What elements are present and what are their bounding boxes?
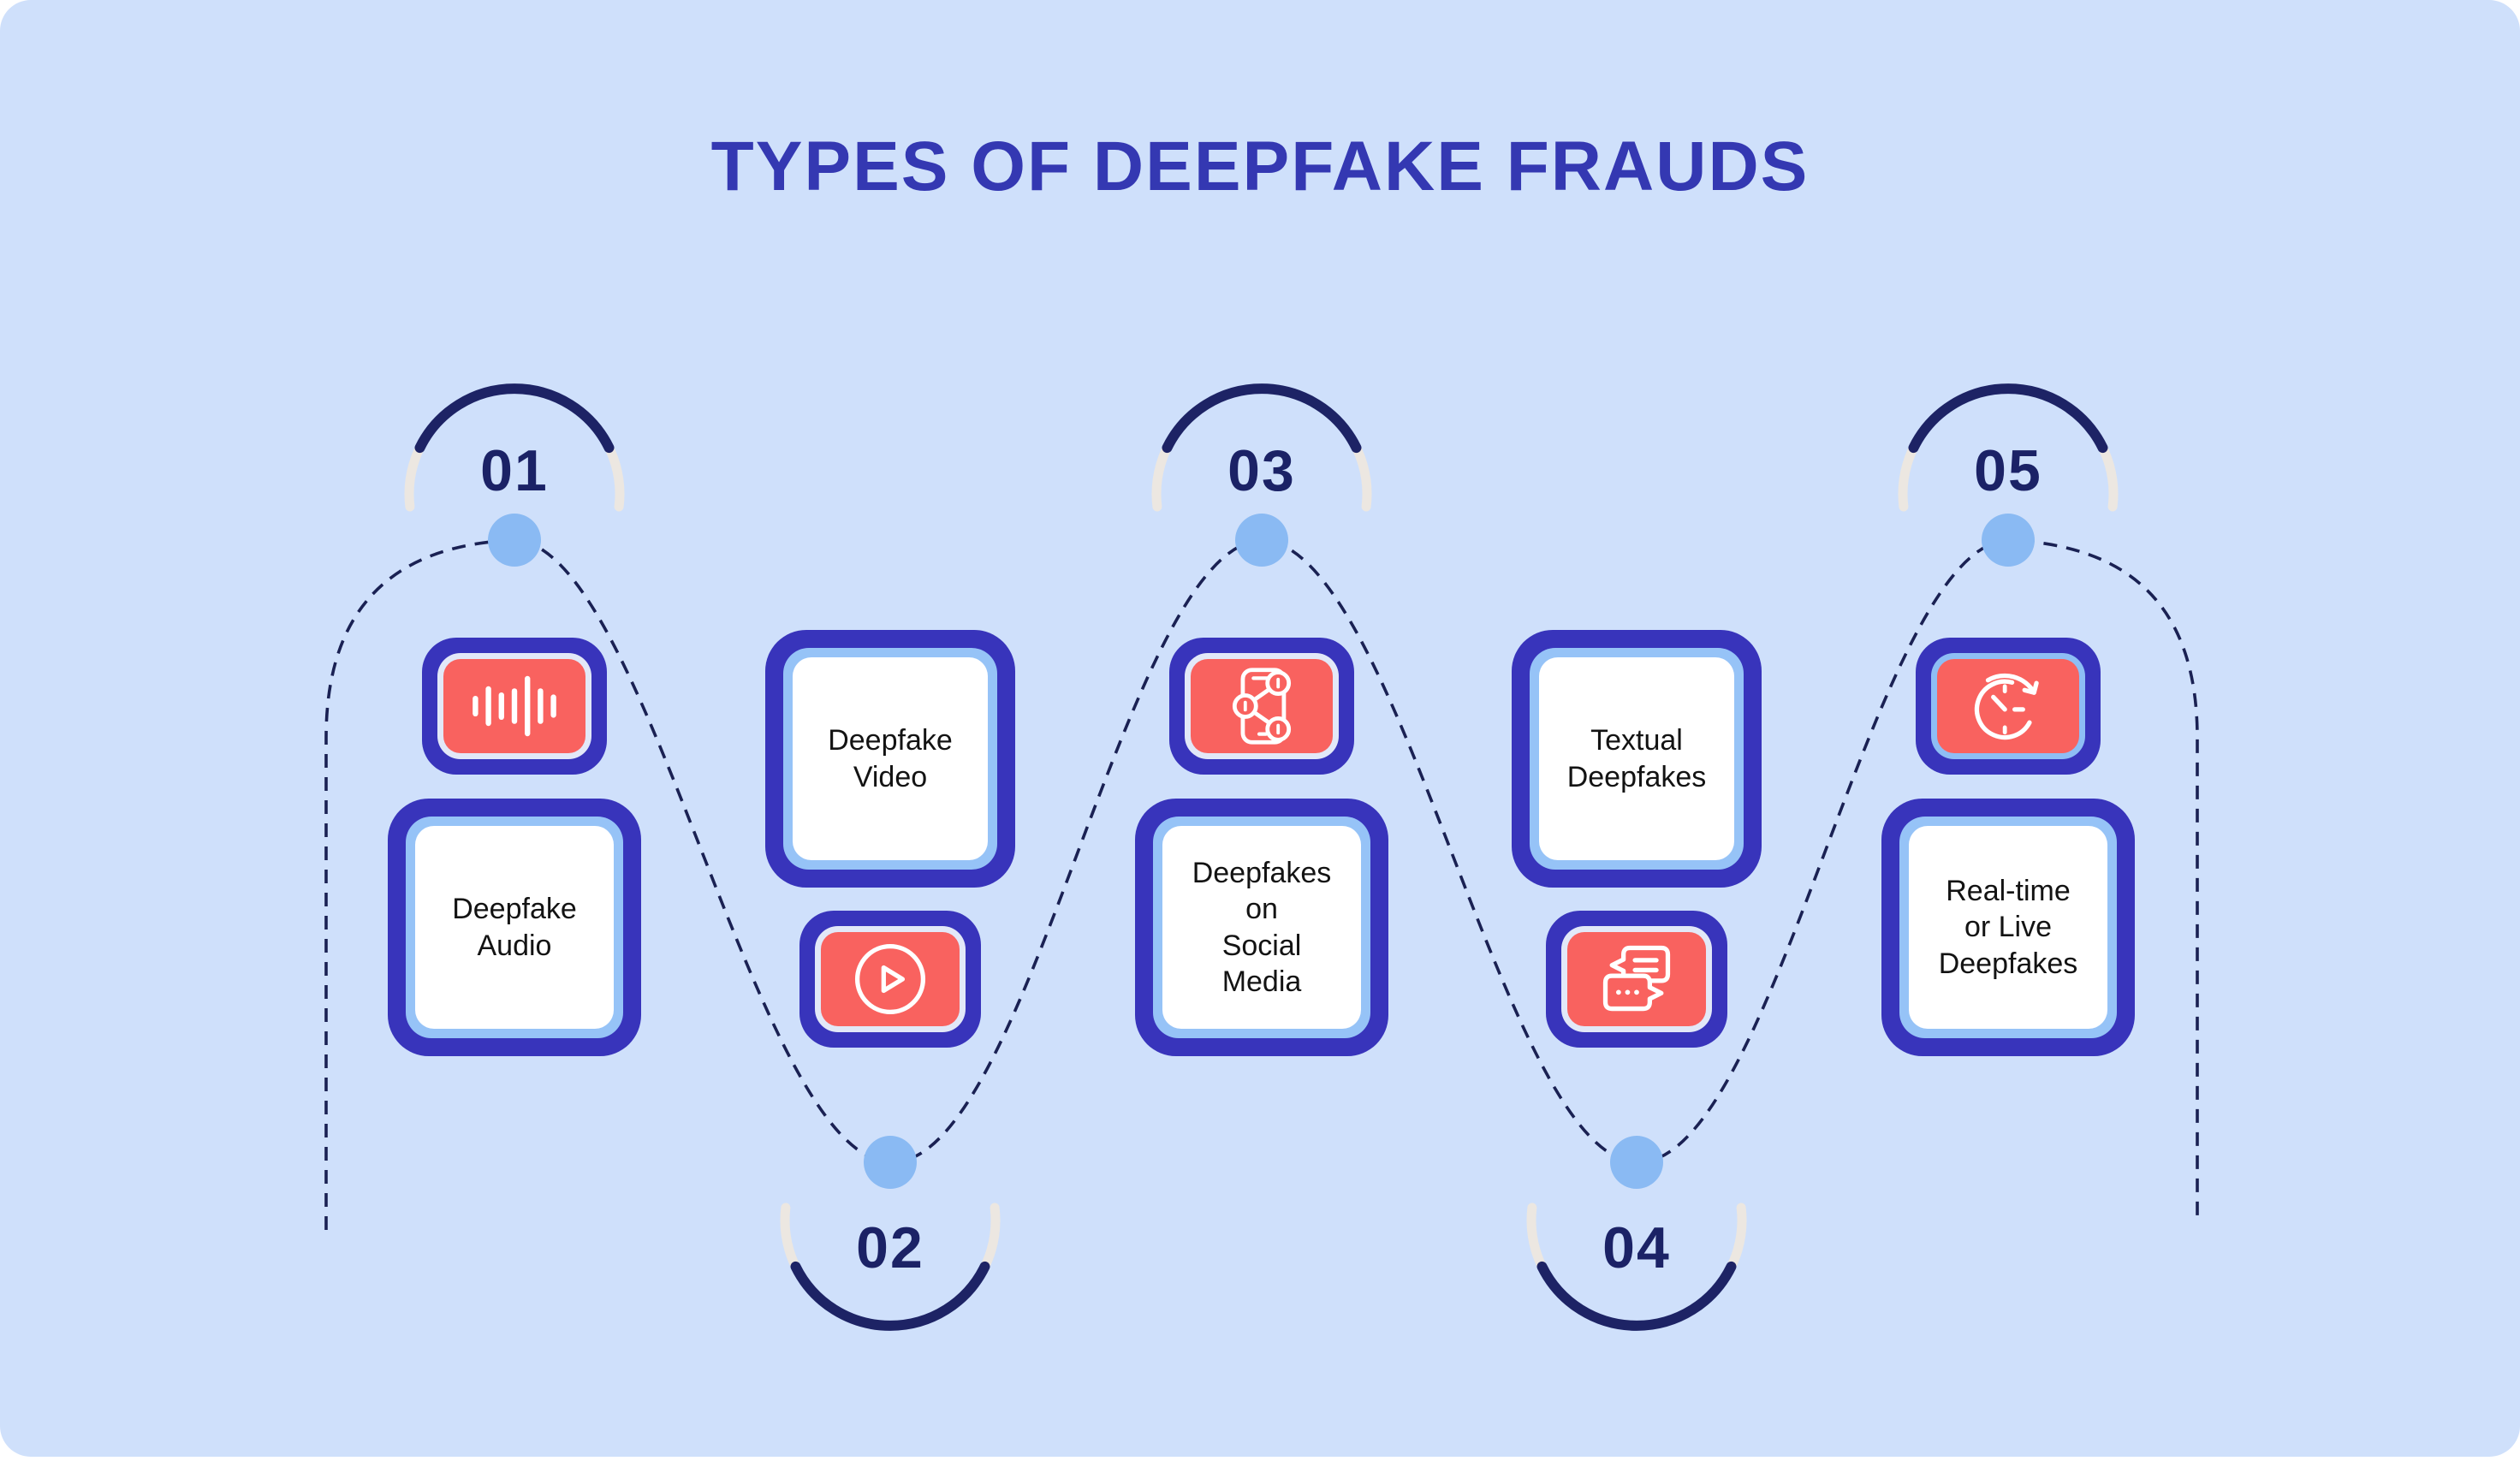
icon-card-realtime-deepfakes [1916, 638, 2101, 775]
step-number: 04 [1602, 1215, 1671, 1280]
label-card: Real-time or Live Deepfakes [1881, 799, 2135, 1056]
step-arc [1151, 383, 1372, 512]
step-arc [780, 1203, 1001, 1331]
phone-share-icon [1232, 668, 1292, 745]
timeline-node-dot [864, 1136, 917, 1189]
item-label: Real-time or Live Deepfakes [1938, 875, 2078, 980]
item-label: Deepfake Audio [452, 893, 577, 962]
timeline-node-dot [1982, 514, 2035, 567]
timeline-node-dot [488, 514, 541, 567]
label-card: Deepfake Audio [388, 799, 641, 1056]
item-label: Deepfakes on Social Media [1192, 857, 1332, 998]
label-card: Deepfake Video [765, 630, 1015, 888]
step-arc [404, 383, 625, 512]
timeline-node-dot [1235, 514, 1288, 567]
item-label: Deepfake Video [828, 724, 953, 793]
audio-waveform-icon [472, 675, 556, 737]
icon-card-deepfake-audio [422, 638, 607, 775]
timeline-node-dot [1610, 1136, 1663, 1189]
step-number: 01 [480, 438, 549, 503]
video-play-icon [854, 943, 926, 1015]
icon-card-textual-deepfakes [1546, 911, 1727, 1048]
icon-card-deepfake-video [799, 911, 981, 1048]
step-arc [1526, 1203, 1747, 1331]
icon-card-social-media [1169, 638, 1354, 775]
step-number: 05 [1974, 438, 2042, 503]
step-number: 03 [1227, 438, 1296, 503]
step-arc [1898, 383, 2119, 512]
chat-bubbles-icon [1602, 945, 1671, 1012]
realtime-clock-icon [1974, 673, 2039, 740]
page-title: TYPES OF DEEPFAKE FRAUDS [710, 128, 1810, 205]
label-card: Textual Deepfakes [1512, 630, 1762, 888]
item-label: Textual Deepfakes [1566, 724, 1707, 793]
step-number: 02 [856, 1215, 924, 1280]
label-card: Deepfakes on Social Media [1135, 799, 1388, 1056]
